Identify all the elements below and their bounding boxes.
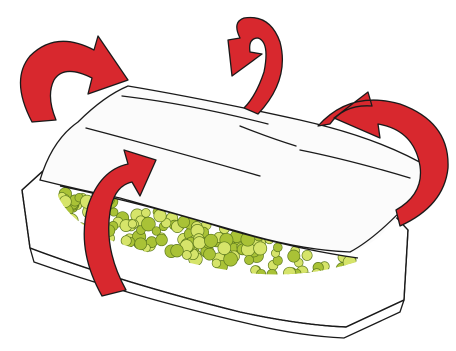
sprout — [121, 236, 131, 246]
sprout — [182, 251, 191, 260]
sprout — [171, 244, 184, 257]
sprout — [218, 242, 231, 255]
sprout — [156, 234, 168, 246]
sprout — [302, 250, 312, 260]
sprout — [254, 242, 267, 255]
sprout — [212, 259, 221, 268]
sprout — [273, 243, 282, 252]
sprout — [193, 237, 205, 249]
sprout — [204, 234, 217, 247]
sprout — [245, 255, 254, 264]
sprout — [152, 227, 161, 236]
fold-arrow-top-icon — [228, 18, 282, 115]
sprout — [135, 238, 147, 250]
sprout — [288, 250, 300, 262]
sprout — [142, 209, 151, 218]
sprout — [204, 248, 216, 260]
sprout — [128, 220, 136, 228]
